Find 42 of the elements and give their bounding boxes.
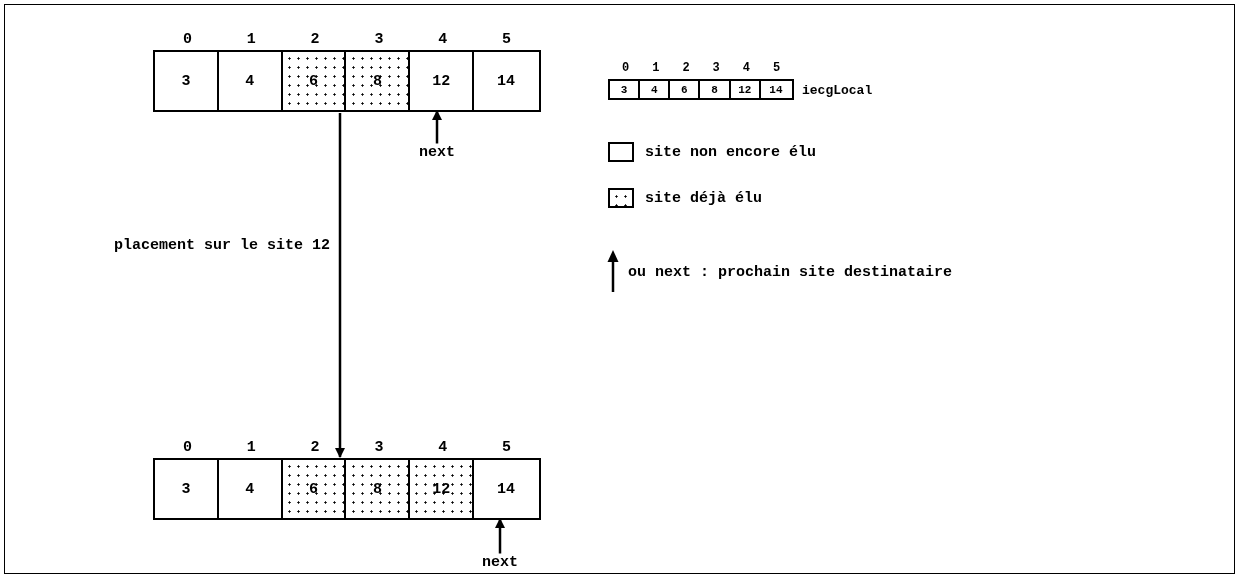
index-label: 4 (438, 31, 448, 47)
pointer-label: next (482, 554, 518, 570)
array-cell: 12 (730, 81, 761, 98)
array-cell: 14 (760, 81, 791, 98)
index-label: 4 (438, 439, 448, 455)
index-label: 3 (712, 62, 720, 74)
array-cell: 6 (670, 81, 701, 98)
index-label: 2 (682, 62, 690, 74)
index-label: 3 (374, 439, 384, 455)
array-cell: 4 (640, 81, 671, 98)
index-label: 2 (310, 439, 320, 455)
index-label: 3 (374, 31, 384, 47)
index-label: 0 (182, 31, 192, 47)
index-label: 5 (772, 62, 781, 74)
array-box (153, 50, 541, 112)
index-label: 2 (310, 31, 320, 47)
legend-label: ou next : prochain site destinataire (628, 264, 953, 280)
edge-label: placement sur le site 12 (114, 238, 331, 253)
index-label: 1 (652, 62, 660, 74)
index-label: 5 (502, 31, 512, 47)
index-label: 1 (246, 439, 256, 455)
index-label: 4 (742, 62, 750, 74)
array-name-label: iecgLocal (802, 83, 873, 96)
index-label: 1 (246, 31, 256, 47)
pointer-label: next (419, 144, 455, 160)
arrow (432, 110, 442, 144)
arrow (495, 518, 505, 554)
array-box (608, 79, 794, 100)
array-cell: 14 (474, 52, 538, 110)
array-cell: 3 (155, 460, 219, 518)
array-box (153, 458, 541, 520)
array-cell: 3 (155, 52, 219, 110)
array-cell: 14 (474, 460, 538, 518)
legend-label: site déjà élu (645, 190, 763, 206)
index-label: 5 (502, 439, 512, 455)
arrow (335, 113, 345, 458)
array-cell: 12 (410, 52, 475, 110)
legend-label: site non encore élu (645, 144, 817, 160)
array-cell: 3 (610, 81, 641, 98)
array-cell: 8 (700, 81, 731, 98)
index-label: 0 (182, 439, 192, 455)
index-label: 0 (622, 62, 630, 74)
